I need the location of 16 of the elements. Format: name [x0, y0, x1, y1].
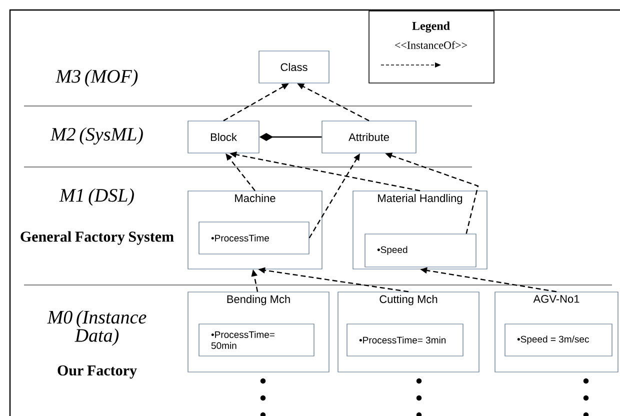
attribute-box: •ProcessTime: [198, 222, 310, 254]
class-box: Block: [188, 120, 260, 154]
legend-text: <<InstanceOf>>: [395, 41, 468, 49]
layer-label: General Factory System: [20, 231, 174, 245]
layer-label: M3 (MOF): [56, 69, 138, 87]
class-box: Class: [258, 50, 330, 84]
layer-label: M0 (Instance Data): [47, 310, 146, 346]
attribute-box: •ProcessTime= 3min: [346, 324, 464, 356]
legend-title: Legend: [412, 22, 450, 32]
attribute-box: •Speed: [364, 234, 476, 268]
attribute-box: •Speed = 3m/sec: [504, 324, 612, 356]
layer-label: M2 (SysML): [50, 127, 143, 145]
layer-label: Our Factory: [58, 365, 137, 379]
class-box: Attribute: [322, 120, 416, 154]
attribute-box: •ProcessTime= 50min: [198, 324, 314, 356]
layer-label: M1 (DSL): [59, 188, 134, 206]
